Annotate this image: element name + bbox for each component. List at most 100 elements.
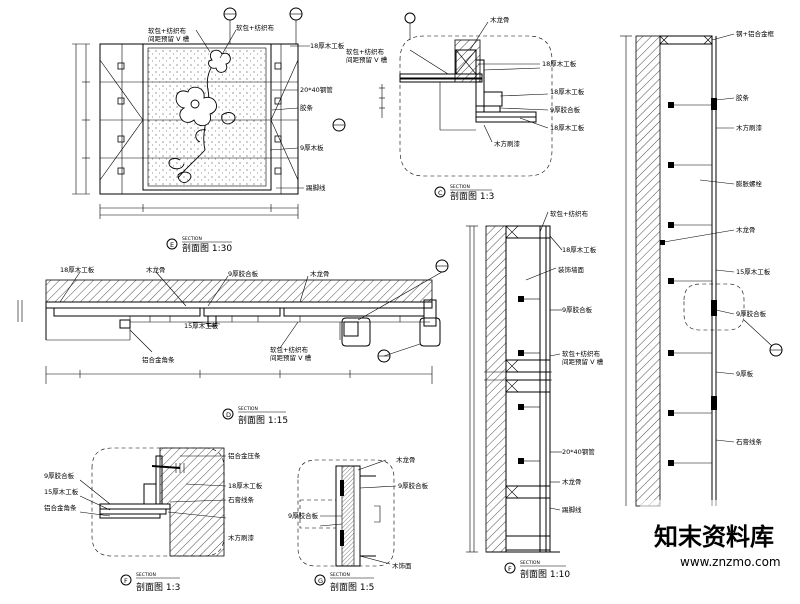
svg-text:SECTION: SECTION — [238, 406, 258, 412]
title-marker-icon — [314, 574, 326, 586]
title-marker-icon — [120, 574, 132, 586]
view-right-section — [620, 33, 773, 507]
label-d-wood-clip: 木龙骨 — [146, 265, 166, 274]
label-d-hard-bag: 软包+纺织布 — [270, 345, 308, 354]
label-bottom: 踢脚线 — [306, 183, 326, 192]
view-g-detail — [297, 459, 397, 567]
section-marker-d-icon — [404, 12, 416, 24]
flower-motif-icon — [168, 49, 236, 183]
label-d-board-9: 9厚胶合板 — [228, 269, 259, 278]
label-c-board-block: 18厚木工板 — [550, 123, 585, 132]
label-d-aluminum: 铝合金角条 — [142, 355, 175, 364]
label-fm-bottom: 踢脚线 — [562, 505, 582, 514]
label-d-board-15: 15厚木工板 — [184, 321, 219, 330]
label-c-board-18a: 18厚木工板 — [542, 59, 577, 68]
svg-text:F: F — [508, 565, 512, 573]
label-g-wood-finish: 木饰面 — [392, 561, 412, 570]
svg-text:SECTION: SECTION — [330, 572, 350, 578]
label-r-light-pipe: 石膏线条 — [736, 437, 763, 446]
label-r-glue: 胶条 — [736, 93, 750, 102]
label-c-gap: 间距预留 V 槽 — [346, 55, 388, 64]
wall-hatch — [635, 35, 661, 507]
label-c-hard-bag: 软包+纺织布 — [346, 47, 384, 56]
view-e-panel-border — [142, 43, 272, 191]
title-marker-icon — [222, 408, 234, 420]
view-f-left-title-block: F SECTION 剖面图 1:3 — [120, 572, 180, 593]
view-c-detail — [379, 21, 553, 177]
label-fl-light-pipe: 石膏线条 — [228, 495, 255, 504]
view-f-left-title: 剖面图 1:3 — [136, 581, 180, 593]
label-r-wood-block: 木方刷漆 — [736, 123, 763, 132]
label-wood-strip: 18厚木工板 — [310, 41, 345, 50]
view-d-title: 剖面图 1:15 — [238, 414, 288, 426]
watermark: 知末资料库 www.znzmo.com — [640, 500, 800, 600]
label-fl-alum: 铝合金角条 — [44, 503, 77, 512]
label-r-board-9b: 9厚板 — [736, 369, 754, 378]
svg-text:G: G — [318, 577, 323, 585]
svg-text:SECTION: SECTION — [182, 236, 202, 242]
label-mirror-steel: 20*40钢管 — [300, 85, 333, 94]
view-f-left-detail — [79, 447, 227, 557]
label-board-9: 9厚木板 — [300, 143, 324, 152]
label-r-board-9: 9厚胶合板 — [736, 309, 767, 318]
watermark-brand: 知末资料库 — [654, 523, 774, 551]
title-marker-icon — [434, 186, 446, 198]
view-f-mid-title: 剖面图 1:10 — [520, 568, 570, 580]
view-c-title-block: C SECTION 剖面图 1:3 — [434, 184, 494, 202]
view-e-title-block: E SECTION 剖面图 1:30 — [166, 236, 232, 254]
watermark-url: www.znzmo.com — [680, 555, 781, 569]
svg-text:SECTION: SECTION — [450, 184, 470, 190]
label-hard-bag: 软包+纺织布 — [236, 23, 274, 32]
ceiling-slab — [45, 279, 433, 303]
label-c-wood-block: 木方刷漆 — [494, 139, 521, 148]
view-g-title-block: G SECTION 剖面图 1:5 — [314, 572, 374, 593]
view-e-elevation — [72, 20, 310, 219]
view-g-title: 剖面图 1:5 — [330, 581, 374, 593]
view-e-title: 剖面图 1:30 — [182, 242, 232, 254]
view-f-mid-title-block: F SECTION 剖面图 1:10 — [504, 560, 570, 580]
label-g-board-9: 9厚胶合板 — [398, 481, 429, 490]
svg-text:F: F — [124, 577, 128, 585]
view-d-section — [17, 271, 443, 384]
svg-text:E: E — [170, 241, 174, 249]
label-fm-board-9: 9厚胶合板 — [562, 305, 593, 314]
label-c-wood-clip: 木龙骨 — [490, 15, 510, 24]
detail-bubble — [399, 35, 553, 177]
label-hard-bag-fabric: 软包+纺织布 — [148, 26, 186, 35]
wall-hatch — [485, 225, 507, 553]
label-glue: 胶条 — [300, 103, 314, 112]
label-gap: 间距预留 V 槽 — [148, 34, 190, 43]
detail-bubble — [297, 459, 395, 567]
label-fl-board-18: 18厚木工板 — [228, 481, 263, 490]
svg-text:C: C — [438, 189, 443, 197]
view-c-title: 剖面图 1:3 — [450, 190, 494, 202]
label-d-wood-keel: 木龙骨 — [310, 269, 330, 278]
label-r-bolt: 膨胀螺栓 — [736, 179, 763, 188]
view-f-mid-section — [466, 211, 563, 553]
label-fm-hard-bag: 软包+纺织布 — [550, 209, 588, 218]
label-fm-board-18: 18厚木工板 — [562, 245, 597, 254]
label-r-top-strip: 钢+铝合金框 — [736, 29, 774, 38]
label-fl-wood-block: 木方刷漆 — [228, 533, 255, 542]
label-fl-alum-bar: 铝合金压条 — [228, 451, 261, 460]
detail-bubble — [683, 283, 745, 331]
label-fl-board-15: 15厚木工板 — [44, 487, 79, 496]
label-c-board-9: 9厚胶合板 — [550, 105, 581, 114]
label-fm-hard-bag2: 软包+纺织布 — [562, 349, 600, 358]
svg-text:SECTION: SECTION — [520, 560, 540, 566]
label-g-board-9b: 9厚胶合板 — [288, 511, 319, 520]
label-fm-wood-keel: 木龙骨 — [562, 477, 582, 486]
label-g-wood-keel: 木龙骨 — [396, 455, 416, 464]
label-fm-decor-wall: 装饰墙面 — [558, 265, 585, 274]
label-c-board-18b: 18厚木工板 — [550, 87, 585, 96]
label-fm-gap: 间距预留 V 槽 — [562, 357, 604, 366]
label-d-gap: 间距预留 V 槽 — [270, 353, 312, 362]
title-marker-icon — [166, 238, 178, 250]
svg-text:D: D — [226, 411, 231, 419]
svg-text:SECTION: SECTION — [136, 572, 156, 578]
label-fl-board-9: 9厚胶合板 — [44, 471, 75, 480]
label-r-wood-keel: 木龙骨 — [736, 225, 756, 234]
label-fm-steel: 20*40钢管 — [562, 447, 595, 456]
